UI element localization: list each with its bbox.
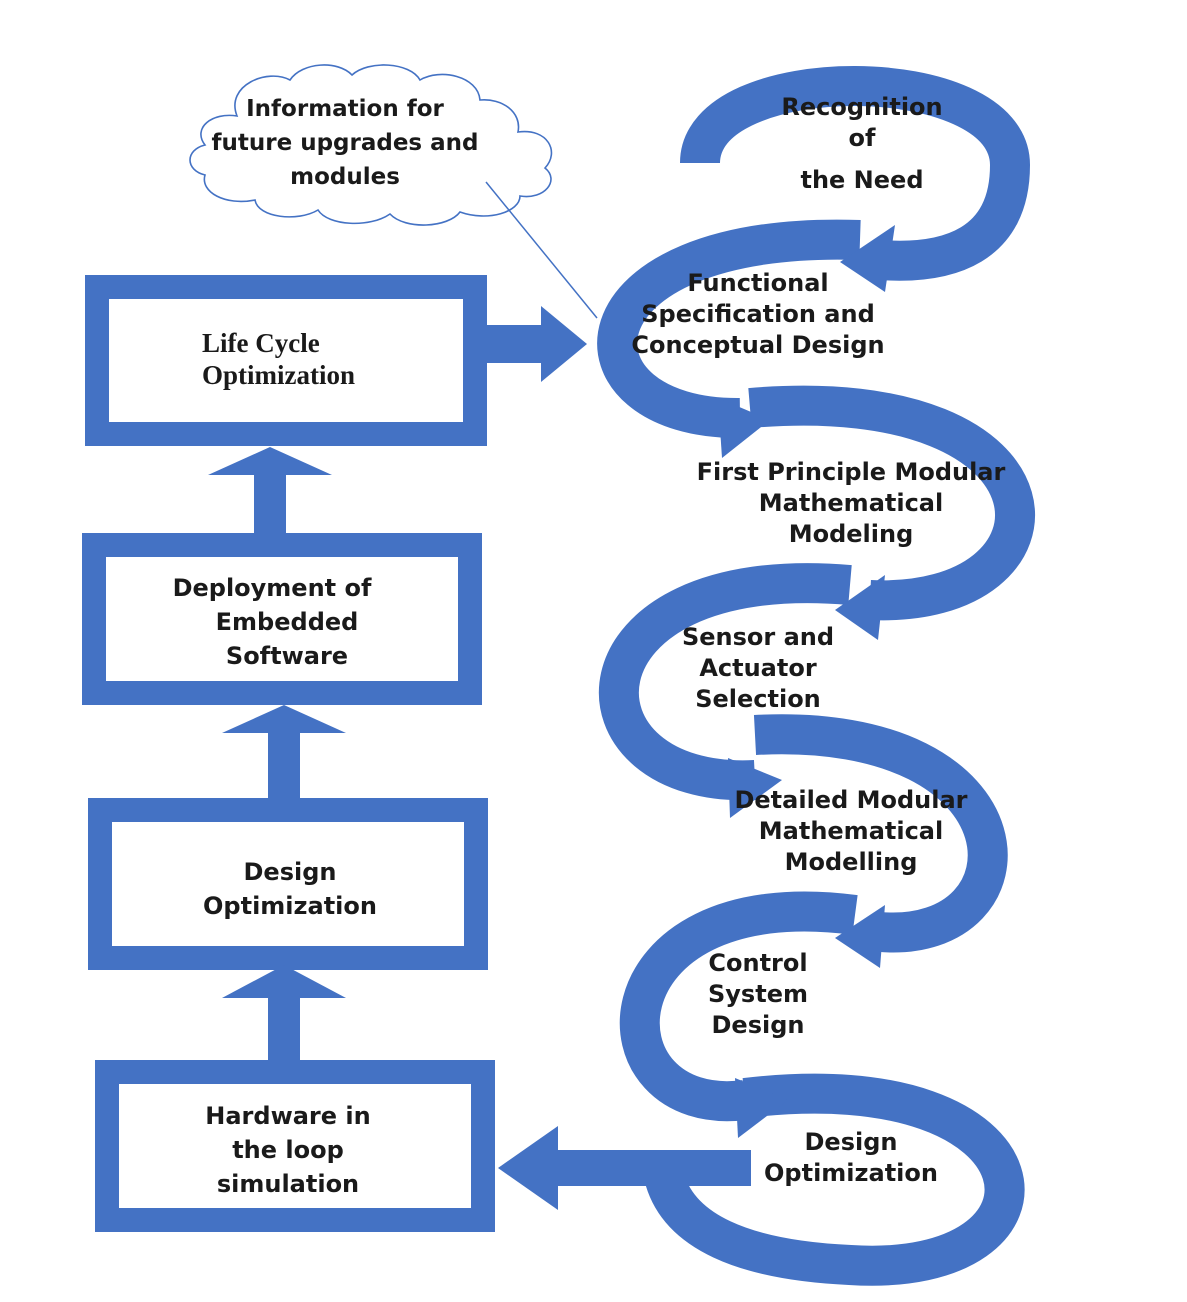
up-arrow-head-1 bbox=[222, 965, 346, 998]
spiral-arc-first-principle bbox=[748, 385, 1035, 621]
spiral-arc-detailed bbox=[753, 714, 1008, 953]
first-principle-line-3: Modeling bbox=[789, 520, 914, 548]
spiral-arc-sensor bbox=[598, 563, 852, 801]
sensor-label: Sensor and Actuator Selection bbox=[682, 623, 834, 713]
up-arrow-shaft-3 bbox=[254, 475, 286, 535]
life-cycle-line-2: Optimization bbox=[202, 360, 355, 390]
arrowhead-to-sensor bbox=[835, 575, 885, 640]
arrowhead-to-detailed bbox=[728, 758, 782, 818]
first-principle-label: First Principle Modular Mathematical Mod… bbox=[697, 458, 1006, 548]
spiral-arc-recognition bbox=[680, 66, 1031, 281]
left-arrow-shaft bbox=[556, 1150, 751, 1186]
control-line-1: Control bbox=[708, 949, 807, 977]
hil-line-1: Hardware in bbox=[205, 1102, 370, 1130]
design-opt-to-hil-arrow bbox=[498, 1126, 751, 1210]
functional-label: Functional Specification and Conceptual … bbox=[631, 269, 884, 359]
recognition-line-2: of bbox=[849, 124, 876, 152]
cloud-pointer-line bbox=[485, 181, 598, 319]
design-opt-line-2: Optimization bbox=[203, 892, 377, 920]
cloud-line-3: modules bbox=[290, 164, 400, 190]
arrowhead-to-first-principle bbox=[718, 398, 770, 458]
design-opt-label: Design Optimization bbox=[203, 858, 377, 920]
spiral-arrowheads bbox=[718, 225, 895, 1138]
hil-line-2: the loop bbox=[232, 1136, 344, 1164]
sensor-line-1: Sensor and bbox=[682, 623, 834, 651]
arrowhead-to-control bbox=[835, 905, 885, 968]
life-cycle-line-1: Life Cycle bbox=[202, 328, 320, 358]
spiral-arc-functional bbox=[597, 219, 861, 439]
up-arrow-shaft-2 bbox=[268, 733, 300, 800]
left-up-arrows bbox=[208, 447, 346, 1062]
first-principle-line-2: Mathematical bbox=[759, 489, 943, 517]
cloud-line-1: Information for bbox=[246, 96, 444, 122]
right-arrow-head bbox=[541, 306, 587, 382]
recognition-line-3: the Need bbox=[800, 166, 923, 194]
functional-line-2: Specification and bbox=[641, 300, 875, 328]
control-line-3: Design bbox=[712, 1011, 805, 1039]
deployment-line-2: Embedded bbox=[216, 608, 359, 636]
sensor-line-2: Actuator bbox=[699, 654, 817, 682]
recognition-line-1: Recognition bbox=[781, 93, 942, 121]
design-opt-final-label: Design Optimization bbox=[764, 1128, 938, 1187]
recognition-label: Recognition of the Need bbox=[781, 93, 942, 194]
life-cycle-label: Life Cycle Optimization bbox=[202, 328, 355, 390]
arrowhead-to-functional bbox=[840, 225, 895, 292]
control-label: Control System Design bbox=[708, 949, 808, 1039]
sensor-line-3: Selection bbox=[695, 685, 821, 713]
up-arrow-head-2 bbox=[222, 705, 346, 733]
cloud-line-2: future upgrades and bbox=[212, 130, 479, 156]
deployment-line-1: Deployment of bbox=[173, 574, 372, 602]
detailed-line-2: Mathematical bbox=[759, 817, 943, 845]
design-opt-final-line-2: Optimization bbox=[764, 1159, 938, 1187]
hil-box bbox=[95, 1060, 495, 1232]
design-opt-box bbox=[88, 798, 488, 970]
arrowhead-to-design-opt bbox=[735, 1078, 788, 1138]
hil-line-3: simulation bbox=[217, 1170, 359, 1198]
info-cloud bbox=[189, 64, 553, 226]
detailed-line-1: Detailed Modular bbox=[734, 786, 967, 814]
detailed-line-3: Modelling bbox=[785, 848, 918, 876]
control-line-2: System bbox=[708, 980, 808, 1008]
deployment-label: Deployment of Embedded Software bbox=[173, 574, 372, 670]
up-arrow-head-3 bbox=[208, 447, 332, 475]
left-column bbox=[82, 275, 495, 1232]
spiral-arc-control bbox=[619, 891, 858, 1122]
left-arrow-head bbox=[498, 1126, 558, 1210]
spiral-flow bbox=[597, 66, 1035, 1286]
design-opt-line-1: Design bbox=[244, 858, 337, 886]
hil-label: Hardware in the loop simulation bbox=[205, 1102, 370, 1198]
life-cycle-to-spiral-arrow bbox=[463, 306, 587, 382]
deployment-box bbox=[82, 533, 482, 705]
detailed-label: Detailed Modular Mathematical Modelling bbox=[734, 786, 967, 876]
design-opt-final-line-1: Design bbox=[805, 1128, 898, 1156]
deployment-line-3: Software bbox=[226, 642, 348, 670]
functional-line-1: Functional bbox=[687, 269, 828, 297]
right-arrow-shaft bbox=[463, 325, 543, 363]
functional-line-3: Conceptual Design bbox=[631, 331, 884, 359]
first-principle-line-1: First Principle Modular bbox=[697, 458, 1006, 486]
up-arrow-shaft-1 bbox=[268, 998, 300, 1062]
spiral-arc-design-opt bbox=[645, 1073, 1025, 1286]
cloud-label: Information for future upgrades and modu… bbox=[212, 96, 479, 190]
